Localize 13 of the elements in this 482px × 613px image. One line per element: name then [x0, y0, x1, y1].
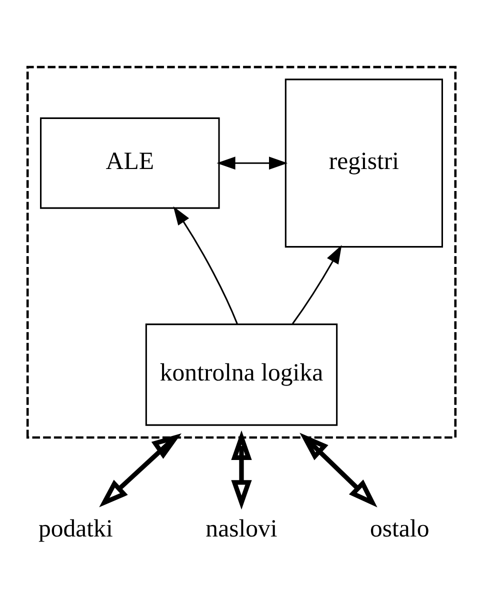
- arrow: [172, 206, 238, 324]
- arrow: [98, 433, 181, 508]
- arrow: [299, 432, 377, 508]
- arrow: [230, 430, 252, 510]
- node-text: naslovi: [205, 515, 277, 542]
- node-box: registri: [284, 78, 442, 248]
- node-box: kontrolna logika: [144, 324, 338, 426]
- arrow: [292, 245, 342, 324]
- node-box: ALE: [40, 117, 220, 209]
- node-text: ostalo: [369, 515, 429, 542]
- node-text: podatki: [38, 515, 112, 542]
- cluster: [26, 66, 456, 439]
- arrow: [216, 156, 288, 170]
